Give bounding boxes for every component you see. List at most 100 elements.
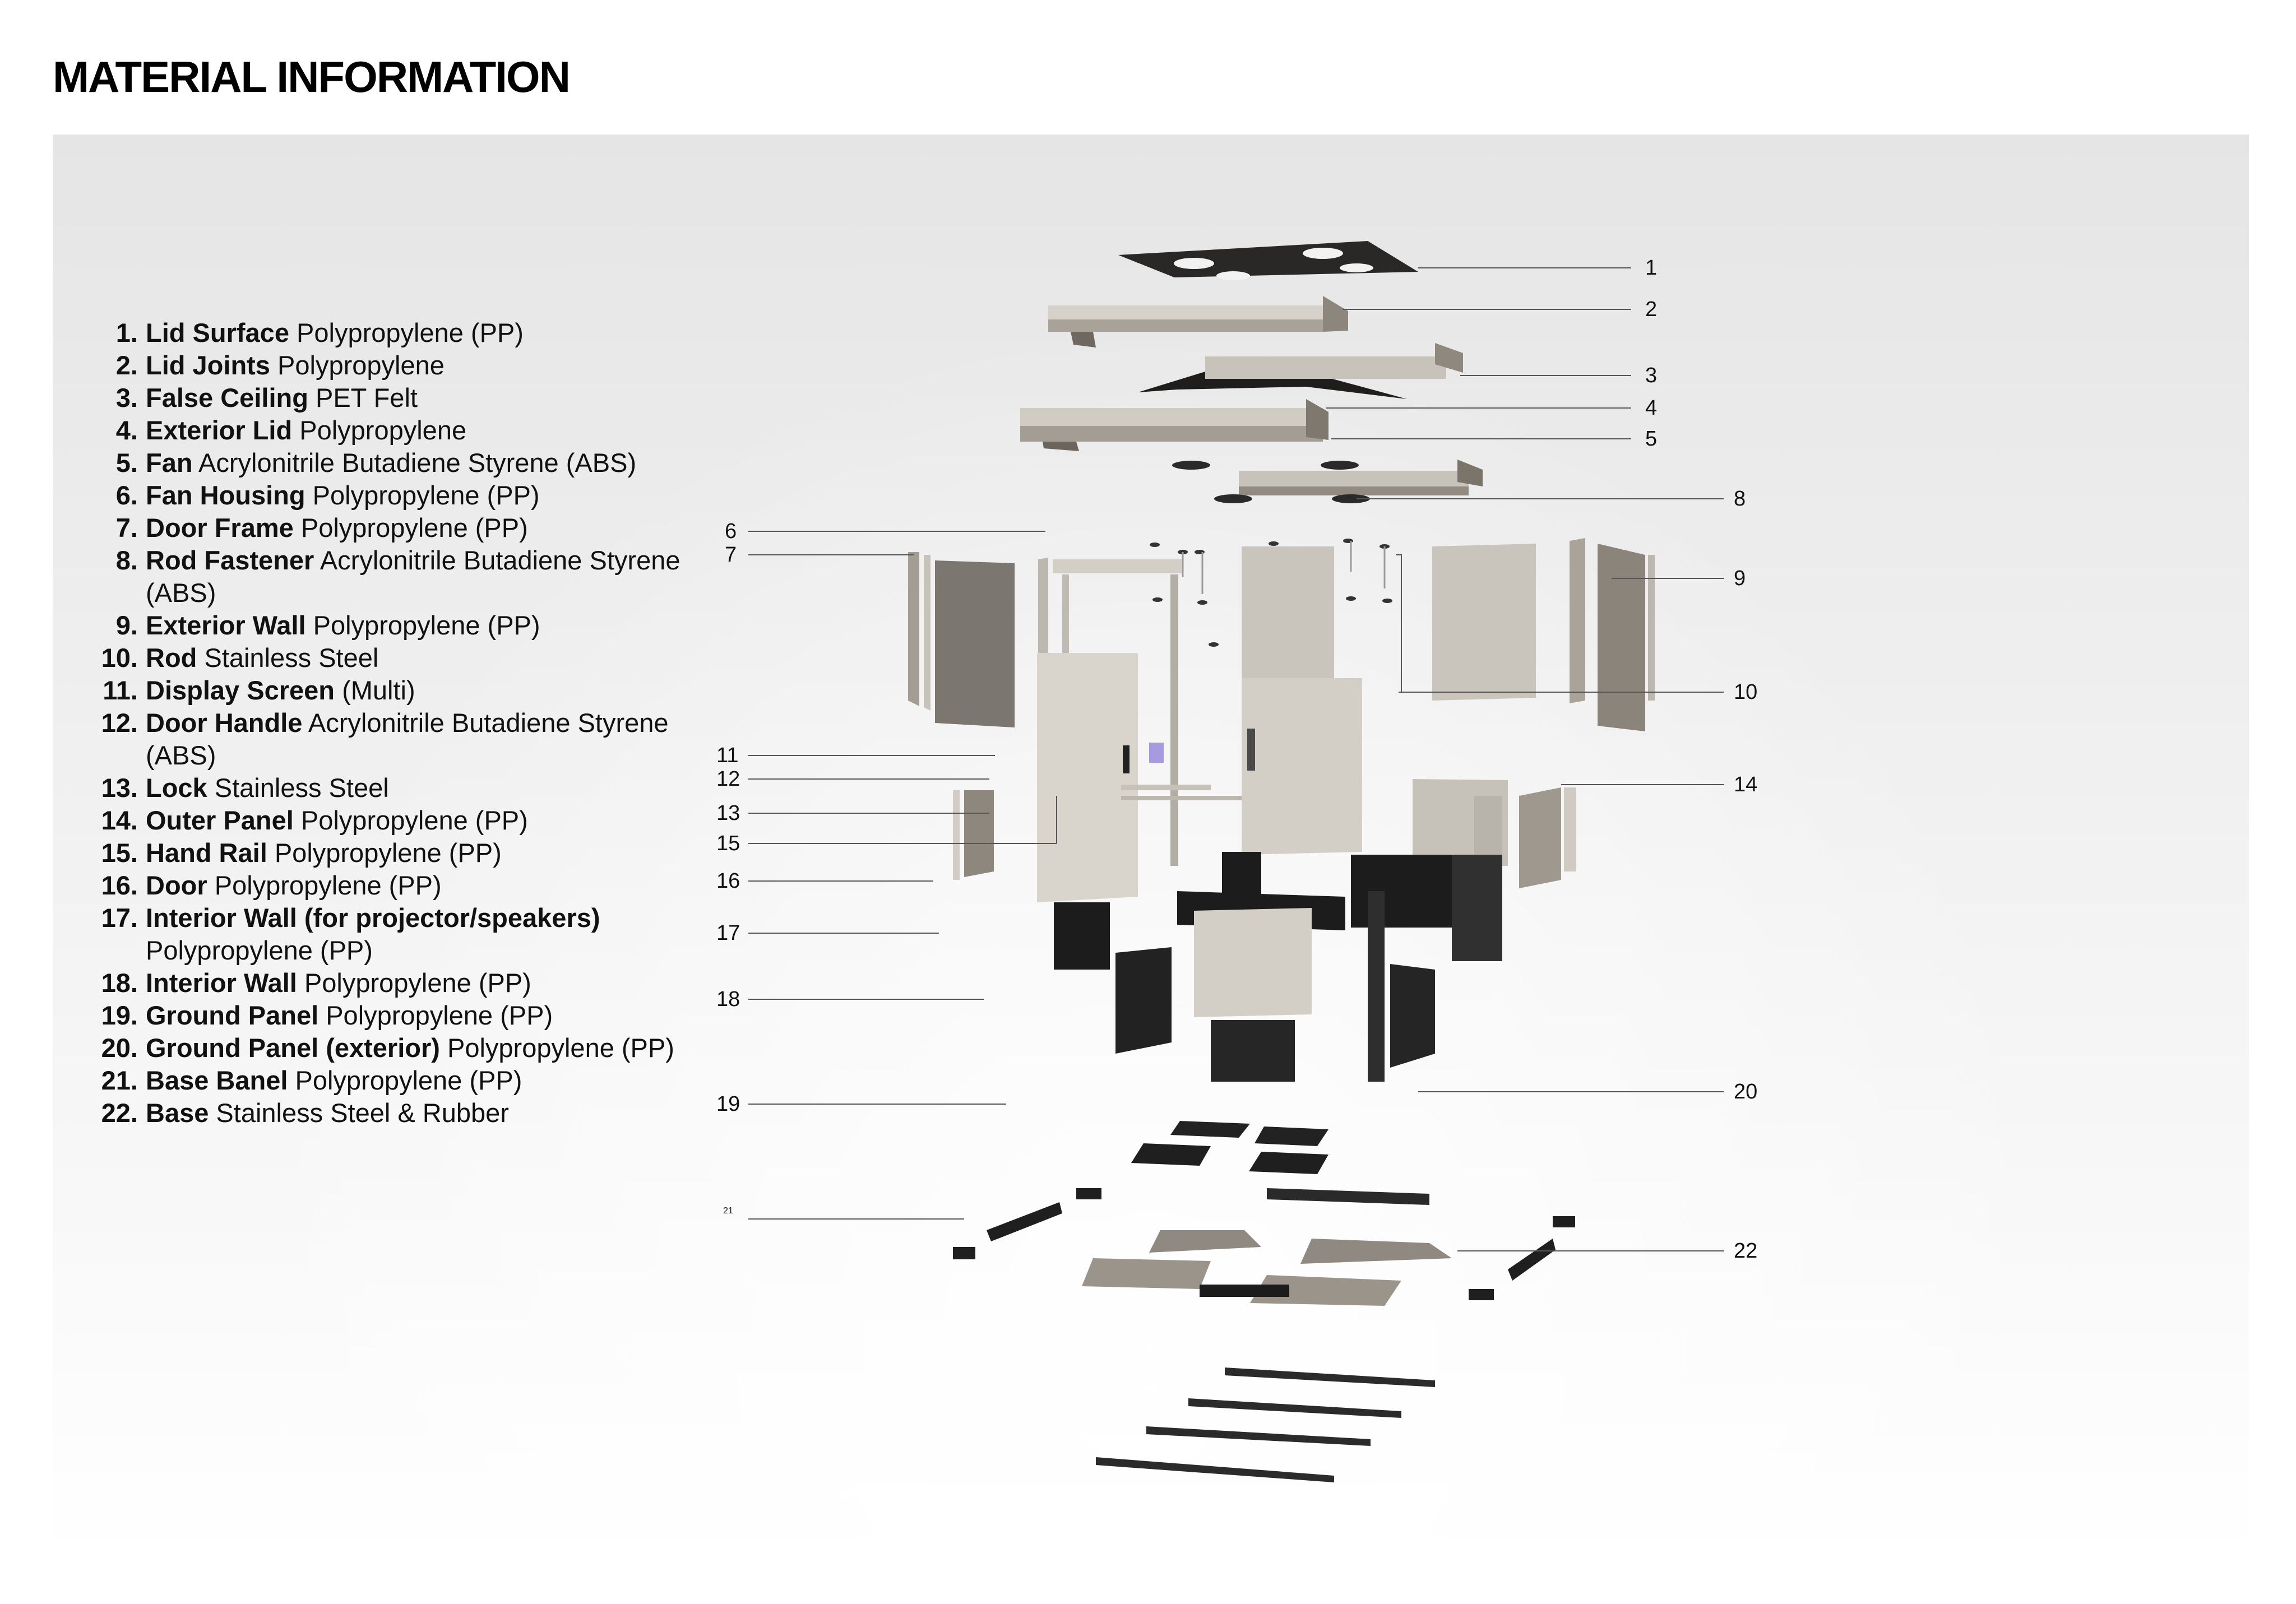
component-name: Outer Panel — [146, 805, 294, 835]
component-name: Fan Housing — [146, 480, 305, 510]
legend-number: 3. — [115, 383, 138, 412]
component-name: Lid Joints — [146, 350, 270, 380]
lid-hole — [1174, 258, 1214, 269]
legend-number: 5. — [115, 448, 138, 478]
fan-housing-plate-top — [1239, 471, 1469, 486]
component-material: Stainless Steel — [214, 773, 389, 803]
rod-fastener — [1382, 599, 1392, 603]
exterior-wall-edge — [1570, 538, 1585, 703]
legend-number: 21. — [101, 1065, 138, 1095]
legend-number: 11. — [103, 675, 138, 705]
center-panel-slot — [1247, 729, 1255, 771]
legend-description: Exterior Lid Polypropylene — [146, 414, 701, 447]
callout-number: 2 — [1645, 298, 1657, 321]
legend-description: Ground Panel (exterior) Polypropylene (P… — [146, 1032, 701, 1064]
leader-line — [1396, 554, 1402, 692]
callout-number: 7 — [725, 543, 737, 567]
component-material: Polypropylene (PP) — [297, 318, 524, 347]
component-name: Display Screen — [146, 675, 335, 705]
callout-number: 8 — [1734, 487, 1746, 511]
component-name: Lock — [146, 773, 207, 803]
component-name: Interior Wall — [146, 968, 297, 998]
fan — [1214, 494, 1252, 503]
floor-bar — [1146, 1426, 1371, 1446]
exterior-wall-strip — [1648, 555, 1655, 701]
lid-hole — [1340, 263, 1373, 272]
base-foot — [1553, 1216, 1575, 1227]
component-material: Acrylonitrile Butadiene Styrene (ABS) — [146, 545, 681, 608]
component-material: Stainless Steel — [204, 643, 379, 673]
legend-item: 11.Display Screen (Multi) — [84, 674, 701, 707]
legend-number: 20. — [101, 1033, 138, 1063]
callout-number: 20 — [1734, 1080, 1757, 1104]
interior-wall — [1211, 1020, 1295, 1082]
base-panel — [1300, 1239, 1452, 1264]
ground-panel — [1255, 1126, 1328, 1146]
rod-fastener — [1269, 541, 1279, 546]
legend-number: 8. — [115, 545, 138, 575]
exterior-wall-edge — [924, 555, 931, 711]
legend-item: 17.Interior Wall (for projector/speakers… — [84, 902, 701, 967]
interior-wall — [1115, 947, 1172, 1054]
callout-number: 5 — [1645, 427, 1657, 451]
rod-fastener — [1209, 642, 1219, 647]
ground-panel — [1131, 1143, 1211, 1166]
component-material: Polypropylene (PP) — [312, 480, 540, 510]
legend-item: 15.Hand Rail Polypropylene (PP) — [84, 837, 701, 869]
legend-number: 9. — [115, 610, 138, 640]
fan — [1332, 494, 1370, 503]
legend-number: 10. — [101, 643, 138, 673]
hand-rail — [1121, 785, 1211, 790]
floor-bar — [1188, 1398, 1401, 1418]
lid-hole — [1303, 248, 1343, 259]
legend-number: 17. — [101, 903, 138, 933]
legend-description: Door Handle Acrylonitrile Butadiene Styr… — [146, 707, 701, 772]
material-legend: 1.Lid Surface Polypropylene (PP)2.Lid Jo… — [84, 317, 701, 1129]
callout-number: 21 — [723, 1206, 733, 1216]
rod-fastener — [1152, 597, 1163, 602]
component-name: Door Frame — [146, 513, 294, 543]
door — [1037, 653, 1138, 902]
interior-wall — [1452, 855, 1502, 961]
component-material: Stainless Steel & Rubber — [216, 1098, 509, 1128]
exterior-lid-top — [1020, 408, 1323, 426]
interior-wall-for-projector — [1194, 908, 1312, 1017]
base-foot — [1076, 1188, 1101, 1199]
legend-number: 4. — [115, 415, 138, 445]
lid-surface — [1118, 241, 1418, 277]
legend-number: 6. — [115, 480, 138, 510]
lid-hole — [1216, 271, 1250, 280]
component-name: Hand Rail — [146, 838, 267, 868]
component-name: False Ceiling — [146, 383, 308, 412]
callout-number: 22 — [1734, 1239, 1757, 1263]
component-name: Exterior Wall — [146, 610, 306, 640]
legend-item: 16.Door Polypropylene (PP) — [84, 869, 701, 902]
legend-item: 19.Ground Panel Polypropylene (PP) — [84, 999, 701, 1032]
legend-description: Lid Surface Polypropylene (PP) — [146, 317, 701, 349]
legend-item: 20. Ground Panel (exterior) Polypropylene… — [84, 1032, 701, 1064]
legend-item: 6. Fan Housing Polypropylene (PP) — [84, 479, 701, 512]
exterior-lid-foot — [1043, 442, 1079, 451]
callout-number: 11 — [716, 744, 738, 767]
component-name: Door — [146, 870, 207, 900]
component-name: Rod Fastener — [146, 545, 314, 575]
callout-number: 6 — [725, 520, 737, 543]
callout-number: 16 — [716, 869, 740, 893]
lid-joint-tab — [1071, 332, 1096, 347]
legend-description: Rod Fastener Acrylonitrile Butadiene Sty… — [146, 544, 701, 609]
legend-item: 7.Door Frame Polypropylene (PP) — [84, 512, 701, 544]
exterior-wall-edge — [908, 552, 919, 706]
legend-item: 14.Outer Panel Polypropylene (PP) — [84, 804, 701, 837]
component-material: Polypropylene (PP) — [447, 1033, 674, 1063]
exterior-wall — [1432, 544, 1536, 701]
base-rail — [987, 1202, 1062, 1241]
legend-description: Interior Wall Polypropylene (PP) — [146, 967, 701, 999]
legend-description: Fan Acrylonitrile Butadiene Styrene (ABS… — [146, 447, 701, 479]
fan — [1172, 461, 1210, 470]
component-material: Polypropylene (PP) — [300, 805, 528, 835]
outer-panel-strip — [1564, 787, 1576, 871]
legend-description: Fan Housing Polypropylene (PP) — [146, 479, 701, 512]
base-panel — [1149, 1230, 1261, 1253]
callout-number: 13 — [716, 801, 740, 825]
